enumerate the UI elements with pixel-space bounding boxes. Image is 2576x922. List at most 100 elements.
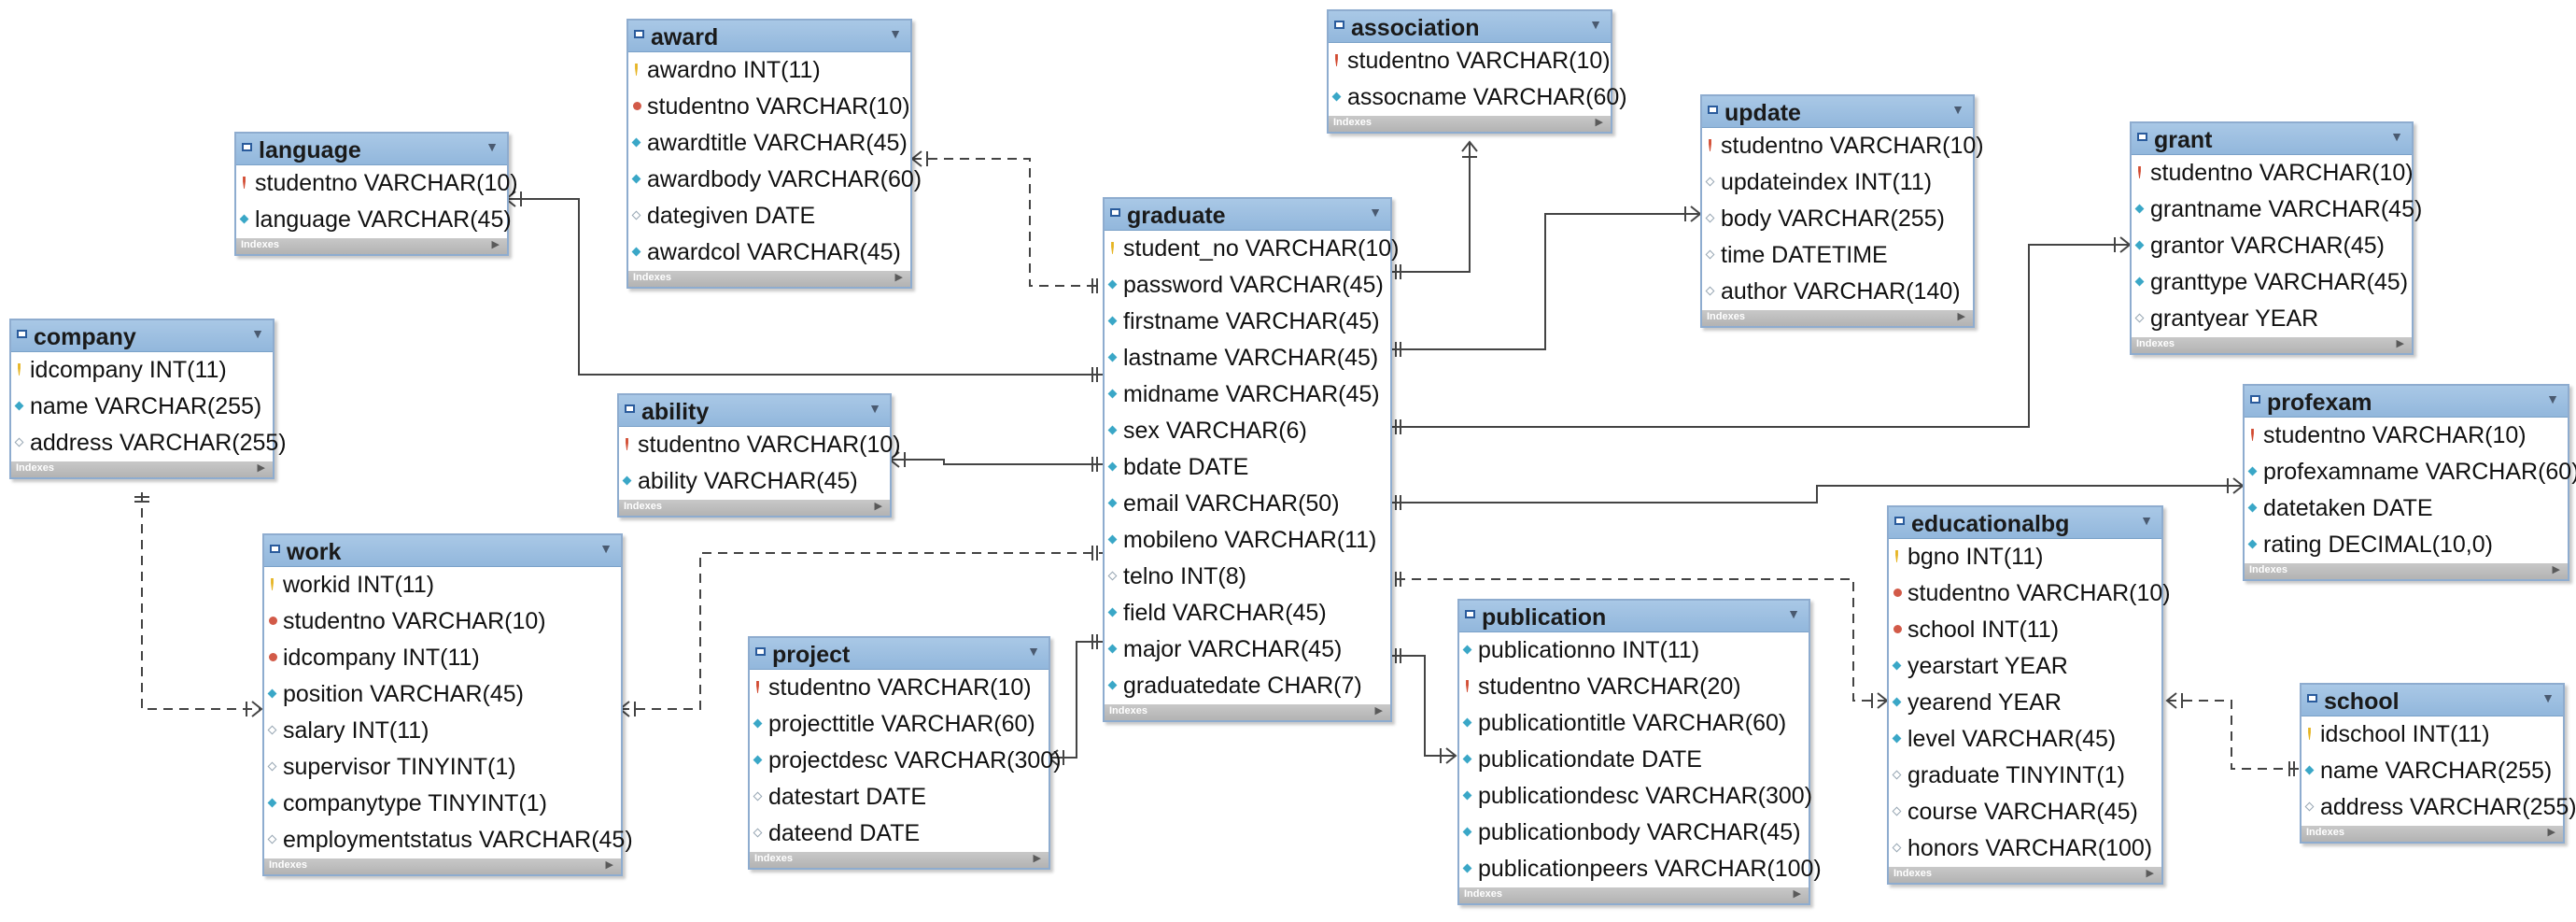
column-row[interactable]: supervisor TINYINT(1) <box>264 749 621 786</box>
expand-arrow-icon[interactable]: ▶ <box>1595 117 1603 128</box>
expand-arrow-icon[interactable]: ▶ <box>1957 311 1965 322</box>
column-row[interactable]: email VARCHAR(50) <box>1105 486 1390 522</box>
indexes-footer[interactable]: Indexes▶ <box>11 461 273 477</box>
collapse-arrow-icon[interactable]: ▼ <box>2546 391 2559 406</box>
column-row[interactable]: updateindex INT(11) <box>1702 164 1973 201</box>
table-company[interactable]: company▼ idcompany INT(11) name VARCHAR(… <box>9 319 287 479</box>
table-project[interactable]: project▼ studentno VARCHAR(10) projectti… <box>748 636 1062 870</box>
column-row[interactable]: awardno INT(11) <box>628 52 910 89</box>
column-row[interactable]: studentno VARCHAR(10) <box>1889 575 2171 612</box>
column-row[interactable]: address VARCHAR(255) <box>11 425 287 461</box>
column-row[interactable]: position VARCHAR(45) <box>264 676 621 713</box>
column-row[interactable]: studentno VARCHAR(10) <box>750 670 1049 706</box>
column-row[interactable]: body VARCHAR(255) <box>1702 201 1973 237</box>
expand-arrow-icon[interactable]: ▶ <box>491 239 500 250</box>
expand-arrow-icon[interactable]: ▶ <box>2146 868 2154 879</box>
indexes-footer[interactable]: Indexes▶ <box>236 238 507 254</box>
column-row[interactable]: studentno VARCHAR(10) <box>619 427 901 463</box>
collapse-arrow-icon[interactable]: ▼ <box>599 541 612 556</box>
column-row[interactable]: field VARCHAR(45) <box>1105 595 1390 631</box>
column-row[interactable]: datestart DATE <box>750 779 1049 816</box>
column-row[interactable]: granttype VARCHAR(45) <box>2132 264 2412 301</box>
expand-arrow-icon[interactable]: ▶ <box>1033 853 1041 864</box>
column-row[interactable]: graduatedate CHAR(7) <box>1105 668 1390 704</box>
table-header[interactable]: educationalbg▼ <box>1889 507 2161 539</box>
table-update[interactable]: update▼ studentno VARCHAR(10) updateinde… <box>1700 94 1984 328</box>
column-row[interactable]: studentno VARCHAR(20) <box>1459 669 1809 705</box>
collapse-arrow-icon[interactable]: ▼ <box>868 401 881 416</box>
column-row[interactable]: companytype TINYINT(1) <box>264 786 621 822</box>
indexes-footer[interactable]: Indexes▶ <box>628 271 910 287</box>
column-row[interactable]: bgno INT(11) <box>1889 539 2161 575</box>
column-row[interactable]: password VARCHAR(45) <box>1105 267 1390 304</box>
column-row[interactable]: profexamname VARCHAR(60) <box>2245 454 2576 490</box>
column-row[interactable]: course VARCHAR(45) <box>1889 794 2161 830</box>
expand-arrow-icon[interactable]: ▶ <box>1374 705 1383 716</box>
column-row[interactable]: dategiven DATE <box>628 198 910 234</box>
collapse-arrow-icon[interactable]: ▼ <box>1589 17 1602 32</box>
column-row[interactable]: ability VARCHAR(45) <box>619 463 890 500</box>
column-row[interactable]: graduate TINYINT(1) <box>1889 758 2161 794</box>
indexes-footer[interactable]: Indexes▶ <box>1105 704 1390 720</box>
column-row[interactable]: awardbody VARCHAR(60) <box>628 162 922 198</box>
column-row[interactable]: grantyear YEAR <box>2132 301 2412 337</box>
column-row[interactable]: name VARCHAR(255) <box>2302 753 2563 789</box>
column-row[interactable]: studentno VARCHAR(10) <box>264 603 621 640</box>
expand-arrow-icon[interactable]: ▶ <box>257 462 265 474</box>
expand-arrow-icon[interactable]: ▶ <box>894 272 903 283</box>
table-header[interactable]: award▼ <box>628 21 910 52</box>
column-row[interactable]: datetaken DATE <box>2245 490 2568 527</box>
table-header[interactable]: work▼ <box>264 535 621 567</box>
table-header[interactable]: ability▼ <box>619 395 890 427</box>
indexes-footer[interactable]: Indexes▶ <box>1329 116 1611 132</box>
column-row[interactable]: assocname VARCHAR(60) <box>1329 79 1627 116</box>
column-row[interactable]: student_no VARCHAR(10) <box>1105 231 1400 267</box>
collapse-arrow-icon[interactable]: ▼ <box>251 326 264 341</box>
table-educationalbg[interactable]: educationalbg▼ bgno INT(11) studentno VA… <box>1887 505 2171 885</box>
table-header[interactable]: school▼ <box>2302 685 2563 716</box>
column-row[interactable]: studentno VARCHAR(10) <box>2245 418 2568 454</box>
column-row[interactable]: employmentstatus VARCHAR(45) <box>264 822 633 858</box>
table-header[interactable]: publication▼ <box>1459 601 1809 632</box>
column-row[interactable]: projectdesc VARCHAR(300) <box>750 743 1062 779</box>
column-row[interactable]: firstname VARCHAR(45) <box>1105 304 1390 340</box>
indexes-footer[interactable]: Indexes▶ <box>1459 887 1809 903</box>
table-header[interactable]: project▼ <box>750 638 1049 670</box>
column-row[interactable]: salary INT(11) <box>264 713 621 749</box>
table-header[interactable]: language▼ <box>236 134 507 165</box>
table-profexam[interactable]: profexam▼ studentno VARCHAR(10) profexam… <box>2243 384 2576 581</box>
indexes-footer[interactable]: Indexes▶ <box>2132 337 2412 353</box>
collapse-arrow-icon[interactable]: ▼ <box>1027 644 1040 659</box>
column-row[interactable]: publicationbody VARCHAR(45) <box>1459 815 1809 851</box>
column-row[interactable]: idcompany INT(11) <box>11 352 273 389</box>
table-ability[interactable]: ability▼ studentno VARCHAR(10) ability V… <box>617 393 901 518</box>
table-language[interactable]: language▼ studentno VARCHAR(10) language… <box>234 132 518 256</box>
column-row[interactable]: bdate DATE <box>1105 449 1390 486</box>
indexes-footer[interactable]: Indexes▶ <box>750 852 1049 868</box>
collapse-arrow-icon[interactable]: ▼ <box>1369 205 1382 220</box>
indexes-footer[interactable]: Indexes▶ <box>2245 563 2568 579</box>
column-row[interactable]: studentno VARCHAR(10) <box>1329 43 1611 79</box>
collapse-arrow-icon[interactable]: ▼ <box>486 139 499 154</box>
column-row[interactable]: yearstart YEAR <box>1889 648 2161 685</box>
column-row[interactable]: dateend DATE <box>750 816 1049 852</box>
column-row[interactable]: publicationno INT(11) <box>1459 632 1809 669</box>
table-header[interactable]: company▼ <box>11 320 273 352</box>
table-graduate[interactable]: graduate▼ student_no VARCHAR(10) passwor… <box>1103 197 1400 722</box>
indexes-footer[interactable]: Indexes▶ <box>1702 310 1973 326</box>
collapse-arrow-icon[interactable]: ▼ <box>1787 606 1800 621</box>
column-row[interactable]: awardtitle VARCHAR(45) <box>628 125 910 162</box>
expand-arrow-icon[interactable]: ▶ <box>1793 888 1801 900</box>
column-row[interactable]: yearend YEAR <box>1889 685 2161 721</box>
indexes-footer[interactable]: Indexes▶ <box>619 500 890 516</box>
expand-arrow-icon[interactable]: ▶ <box>2547 827 2555 838</box>
column-row[interactable]: studentno VARCHAR(10) <box>2132 155 2414 191</box>
expand-arrow-icon[interactable]: ▶ <box>605 859 613 871</box>
table-school[interactable]: school▼ idschool INT(11) name VARCHAR(25… <box>2300 683 2576 844</box>
collapse-arrow-icon[interactable]: ▼ <box>2541 690 2555 705</box>
column-row[interactable]: workid INT(11) <box>264 567 621 603</box>
table-header[interactable]: grant▼ <box>2132 123 2412 155</box>
column-row[interactable]: studentno VARCHAR(10) <box>236 165 518 202</box>
expand-arrow-icon[interactable]: ▶ <box>874 501 882 512</box>
column-row[interactable]: awardcol VARCHAR(45) <box>628 234 910 271</box>
